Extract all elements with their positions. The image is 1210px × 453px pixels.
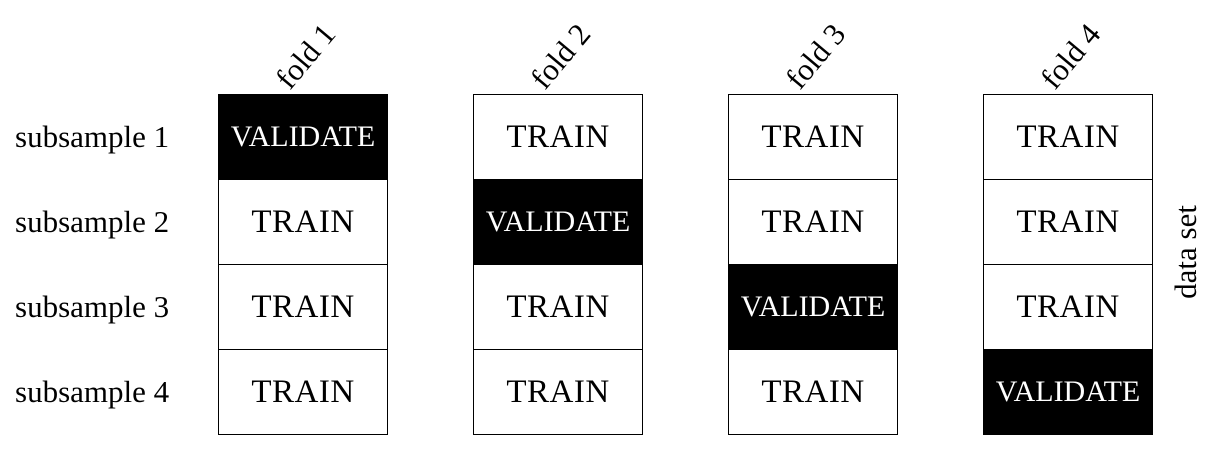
fold-1-cell-1: VALIDATE [218, 94, 388, 180]
row-label-subsample-1: subsample 1 [15, 119, 170, 154]
fold-2-cell-4: TRAIN [473, 349, 643, 435]
fold-column-4: TRAIN TRAIN TRAIN VALIDATE [983, 94, 1153, 435]
fold-2-cell-3: TRAIN [473, 264, 643, 350]
fold-4-cell-2: TRAIN [983, 179, 1153, 265]
fold-label-3: fold 3 [778, 16, 853, 96]
fold-4-cell-3: TRAIN [983, 264, 1153, 350]
row-label-subsample-4: subsample 4 [15, 374, 170, 409]
fold-1-cell-2: TRAIN [218, 179, 388, 265]
fold-4-cell-4: VALIDATE [983, 349, 1153, 435]
fold-2-cell-2: VALIDATE [473, 179, 643, 265]
fold-label-4: fold 4 [1033, 16, 1108, 96]
fold-label-2: fold 2 [523, 16, 598, 96]
fold-1-cell-3: TRAIN [218, 264, 388, 350]
fold-3-cell-3: VALIDATE [728, 264, 898, 350]
fold-3-cell-1: TRAIN [728, 94, 898, 180]
fold-2-cell-1: TRAIN [473, 94, 643, 180]
data-set-label: data set [1168, 205, 1203, 299]
fold-4-cell-1: TRAIN [983, 94, 1153, 180]
fold-column-2: TRAIN VALIDATE TRAIN TRAIN [473, 94, 643, 435]
fold-3-cell-2: TRAIN [728, 179, 898, 265]
fold-label-1: fold 1 [268, 16, 343, 96]
fold-column-3: TRAIN TRAIN VALIDATE TRAIN [728, 94, 898, 435]
row-label-subsample-3: subsample 3 [15, 289, 170, 324]
row-label-subsample-2: subsample 2 [15, 204, 170, 239]
fold-1-cell-4: TRAIN [218, 349, 388, 435]
fold-3-cell-4: TRAIN [728, 349, 898, 435]
fold-column-1: VALIDATE TRAIN TRAIN TRAIN [218, 94, 388, 435]
